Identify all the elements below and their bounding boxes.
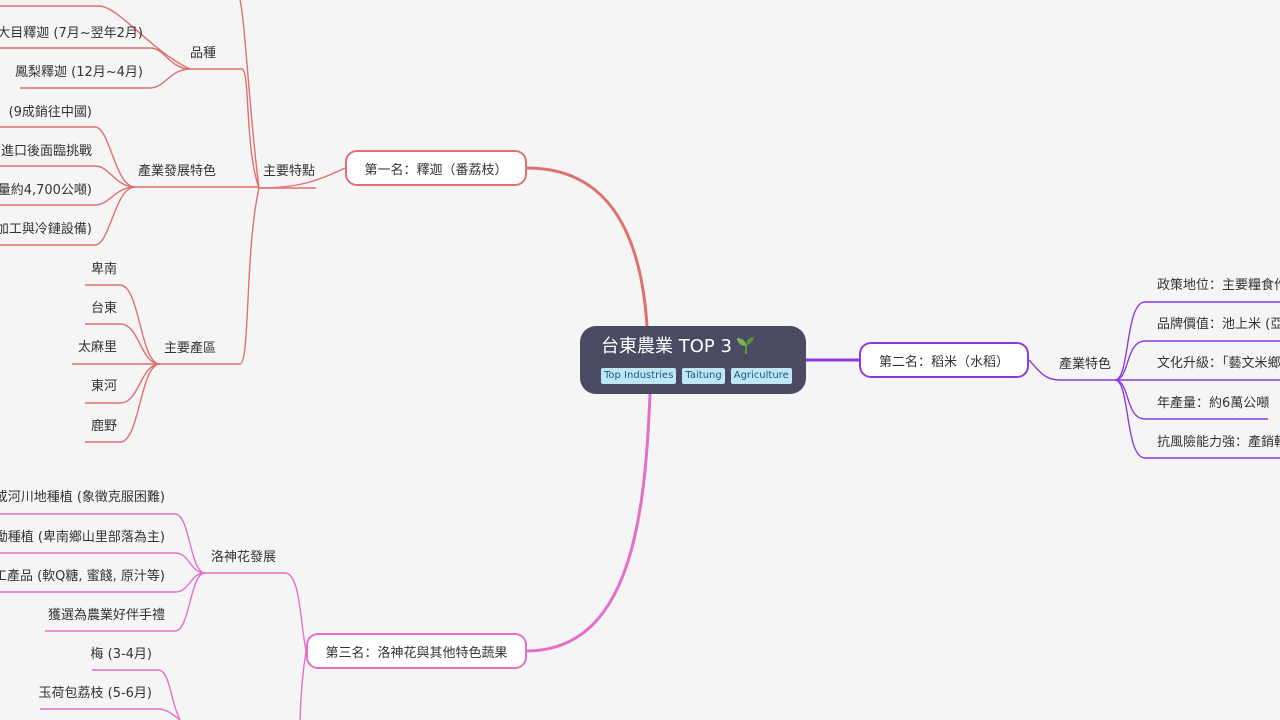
root-tags: Top Industries Taitung Agriculture: [601, 368, 806, 384]
development-item[interactable]: (9成銷往中國): [8, 105, 92, 120]
roselle-label[interactable]: 洛神花發展: [211, 550, 277, 565]
branch2-connectors: [806, 301, 1280, 459]
region-item[interactable]: 東河: [90, 379, 117, 394]
development-label[interactable]: 產業發展特色: [138, 164, 217, 179]
branch1-topic-label: 第一名：釋迦（番荔枝）: [364, 162, 508, 178]
branch3-topic[interactable]: 第三名：洛神花與其他特色蔬果: [306, 633, 527, 669]
variety-item[interactable]: 鳳梨釋迦 (12月~4月): [15, 65, 143, 80]
root-title: 台東農業 TOP 3: [601, 336, 732, 357]
roselle-item[interactable]: 或河川地種植 (象徵克服困難): [0, 490, 165, 505]
branch1-main-features[interactable]: 主要特點: [263, 164, 316, 179]
variety-item[interactable]: 大目釋迦 (7月~翌年2月): [0, 26, 143, 41]
region-item[interactable]: 台東: [90, 301, 117, 316]
rice-feature-item[interactable]: 抗風險能力強：產銷較: [1157, 435, 1280, 450]
branch1-main-edge: [526, 166, 649, 327]
development-item[interactable]: 進口後面臨挑戰: [0, 144, 92, 159]
branch3-connectors: [0, 393, 652, 720]
branch3-topic-label: 第三名：洛神花與其他特色蔬果: [325, 645, 508, 661]
roselle-item[interactable]: 獲選為農業好伴手禮: [47, 608, 165, 623]
branch1-topic[interactable]: 第一名：釋迦（番荔枝）: [345, 150, 527, 186]
rice-feature-item[interactable]: 文化升級：「藝文米鄉: [1157, 356, 1280, 371]
branch2-topic[interactable]: 第二名：稻米（水稻）: [859, 342, 1029, 378]
rice-feature-item[interactable]: 年產量：約6萬公噸: [1157, 396, 1270, 411]
varieties-label[interactable]: 品種: [190, 46, 217, 61]
roselle-item[interactable]: 勵種植 (卑南鄉山里部落為主): [0, 530, 165, 545]
rice-feature-item[interactable]: 政策地位：主要糧食作: [1157, 278, 1280, 293]
tag-taitung[interactable]: Taitung: [682, 368, 725, 384]
branch1-connectors: [0, 0, 649, 443]
development-item[interactable]: 加工與冷鏈設備): [0, 222, 92, 237]
sprout-icon: [736, 337, 754, 354]
rice-feature-item[interactable]: 品牌價值：池上米 (亞: [1157, 317, 1280, 332]
region-item[interactable]: 太麻里: [77, 340, 117, 355]
branch2-topic-label: 第二名：稻米（水稻）: [878, 354, 1009, 370]
root-node[interactable]: 台東農業 TOP 3 Top Industries Taitung Agricu…: [580, 326, 806, 394]
other-crop-item[interactable]: 梅 (3-4月): [90, 647, 152, 662]
roselle-item[interactable]: 工產品 (軟Q糖, 蜜餞, 原汁等): [0, 569, 165, 584]
branch3-main-edge: [526, 393, 652, 653]
tag-agriculture[interactable]: Agriculture: [730, 368, 792, 384]
other-crop-item[interactable]: 玉荷包荔枝 (5-6月): [38, 686, 152, 701]
region-item[interactable]: 鹿野: [90, 419, 117, 434]
regions-label[interactable]: 主要產區: [164, 341, 217, 356]
branch2-features-label[interactable]: 產業特色: [1059, 357, 1112, 372]
development-item[interactable]: 量約4,700公噸): [0, 183, 92, 198]
region-item[interactable]: 卑南: [90, 262, 117, 277]
tag-top-industries[interactable]: Top Industries: [601, 368, 677, 384]
